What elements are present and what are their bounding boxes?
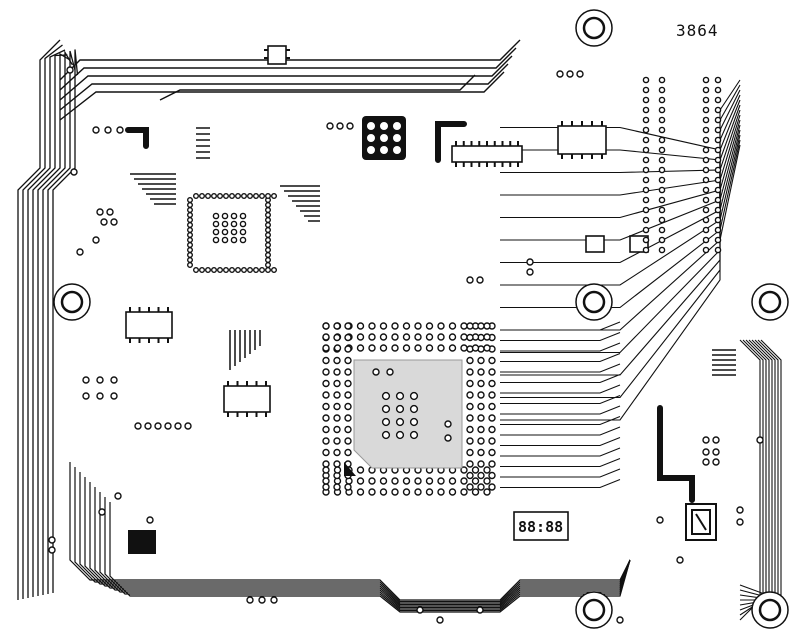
upper-left-controller xyxy=(186,192,278,274)
seven-segment-display-icon: 88:88 xyxy=(513,511,569,541)
processor-pin-array xyxy=(322,322,496,496)
black-pad-bottom-left xyxy=(128,530,156,554)
dip-chip-center-left xyxy=(223,381,271,417)
small-chip-right-a xyxy=(585,235,605,253)
switch-component xyxy=(685,503,717,541)
connector-strip-top xyxy=(451,141,523,167)
outer-bus-traces xyxy=(17,39,79,600)
main-processor xyxy=(318,318,500,500)
display-readout: 88:88 xyxy=(518,518,563,536)
black-connector-block xyxy=(362,116,406,160)
power-traces xyxy=(125,121,695,503)
die-via-array xyxy=(372,368,452,442)
dip-chip-left xyxy=(125,307,173,343)
pin1-marker-icon xyxy=(344,462,356,476)
mounting-holes xyxy=(53,9,789,629)
scattered-vias xyxy=(48,66,764,624)
processor-right-traces xyxy=(500,321,621,489)
stripe-array-left xyxy=(130,127,736,376)
processor-die xyxy=(353,359,463,469)
small-chip-top xyxy=(264,45,290,65)
via-column-right xyxy=(642,76,722,254)
dip-chip-upper-right xyxy=(557,121,607,159)
board-serial-label: 3864 xyxy=(676,21,719,40)
